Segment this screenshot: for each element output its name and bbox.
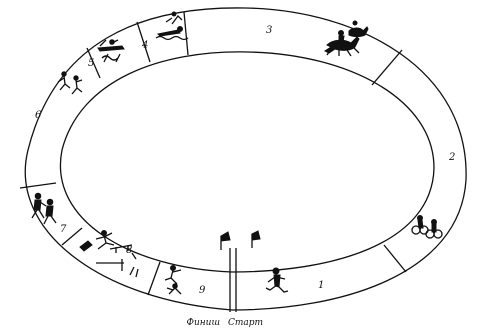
segment-number-4: 4 xyxy=(141,40,148,51)
cyclists-icon xyxy=(412,216,442,239)
start-flag-icon xyxy=(252,231,260,248)
segment-number-7: 7 xyxy=(60,224,67,235)
divider-6-7 xyxy=(20,183,56,188)
running-figure-icon xyxy=(266,268,288,292)
inner-track-edge xyxy=(60,52,434,272)
divider-8-9 xyxy=(148,262,160,295)
segment-number-6: 6 xyxy=(35,110,42,121)
crawling-figures-icon xyxy=(165,266,181,295)
track xyxy=(20,8,466,312)
start-label: Старт xyxy=(228,318,263,328)
divider-3-4 xyxy=(184,12,188,55)
divider-1-2 xyxy=(384,245,406,272)
segment-number-8: 8 xyxy=(126,245,132,256)
divider-2-3 xyxy=(372,50,402,85)
runners-pair-icon xyxy=(32,193,56,224)
segment-number-5: 5 xyxy=(88,58,94,69)
segment-number-2: 2 xyxy=(448,152,455,163)
ski-runners-icon xyxy=(58,72,82,94)
finish-label: Финиш xyxy=(186,318,220,328)
segment-number-1: 1 xyxy=(318,280,324,291)
segment-number-9: 9 xyxy=(199,285,206,296)
rowing-figures-icon xyxy=(98,40,124,62)
finish-flag-icon xyxy=(221,232,230,250)
segment-number-3: 3 xyxy=(266,25,272,36)
